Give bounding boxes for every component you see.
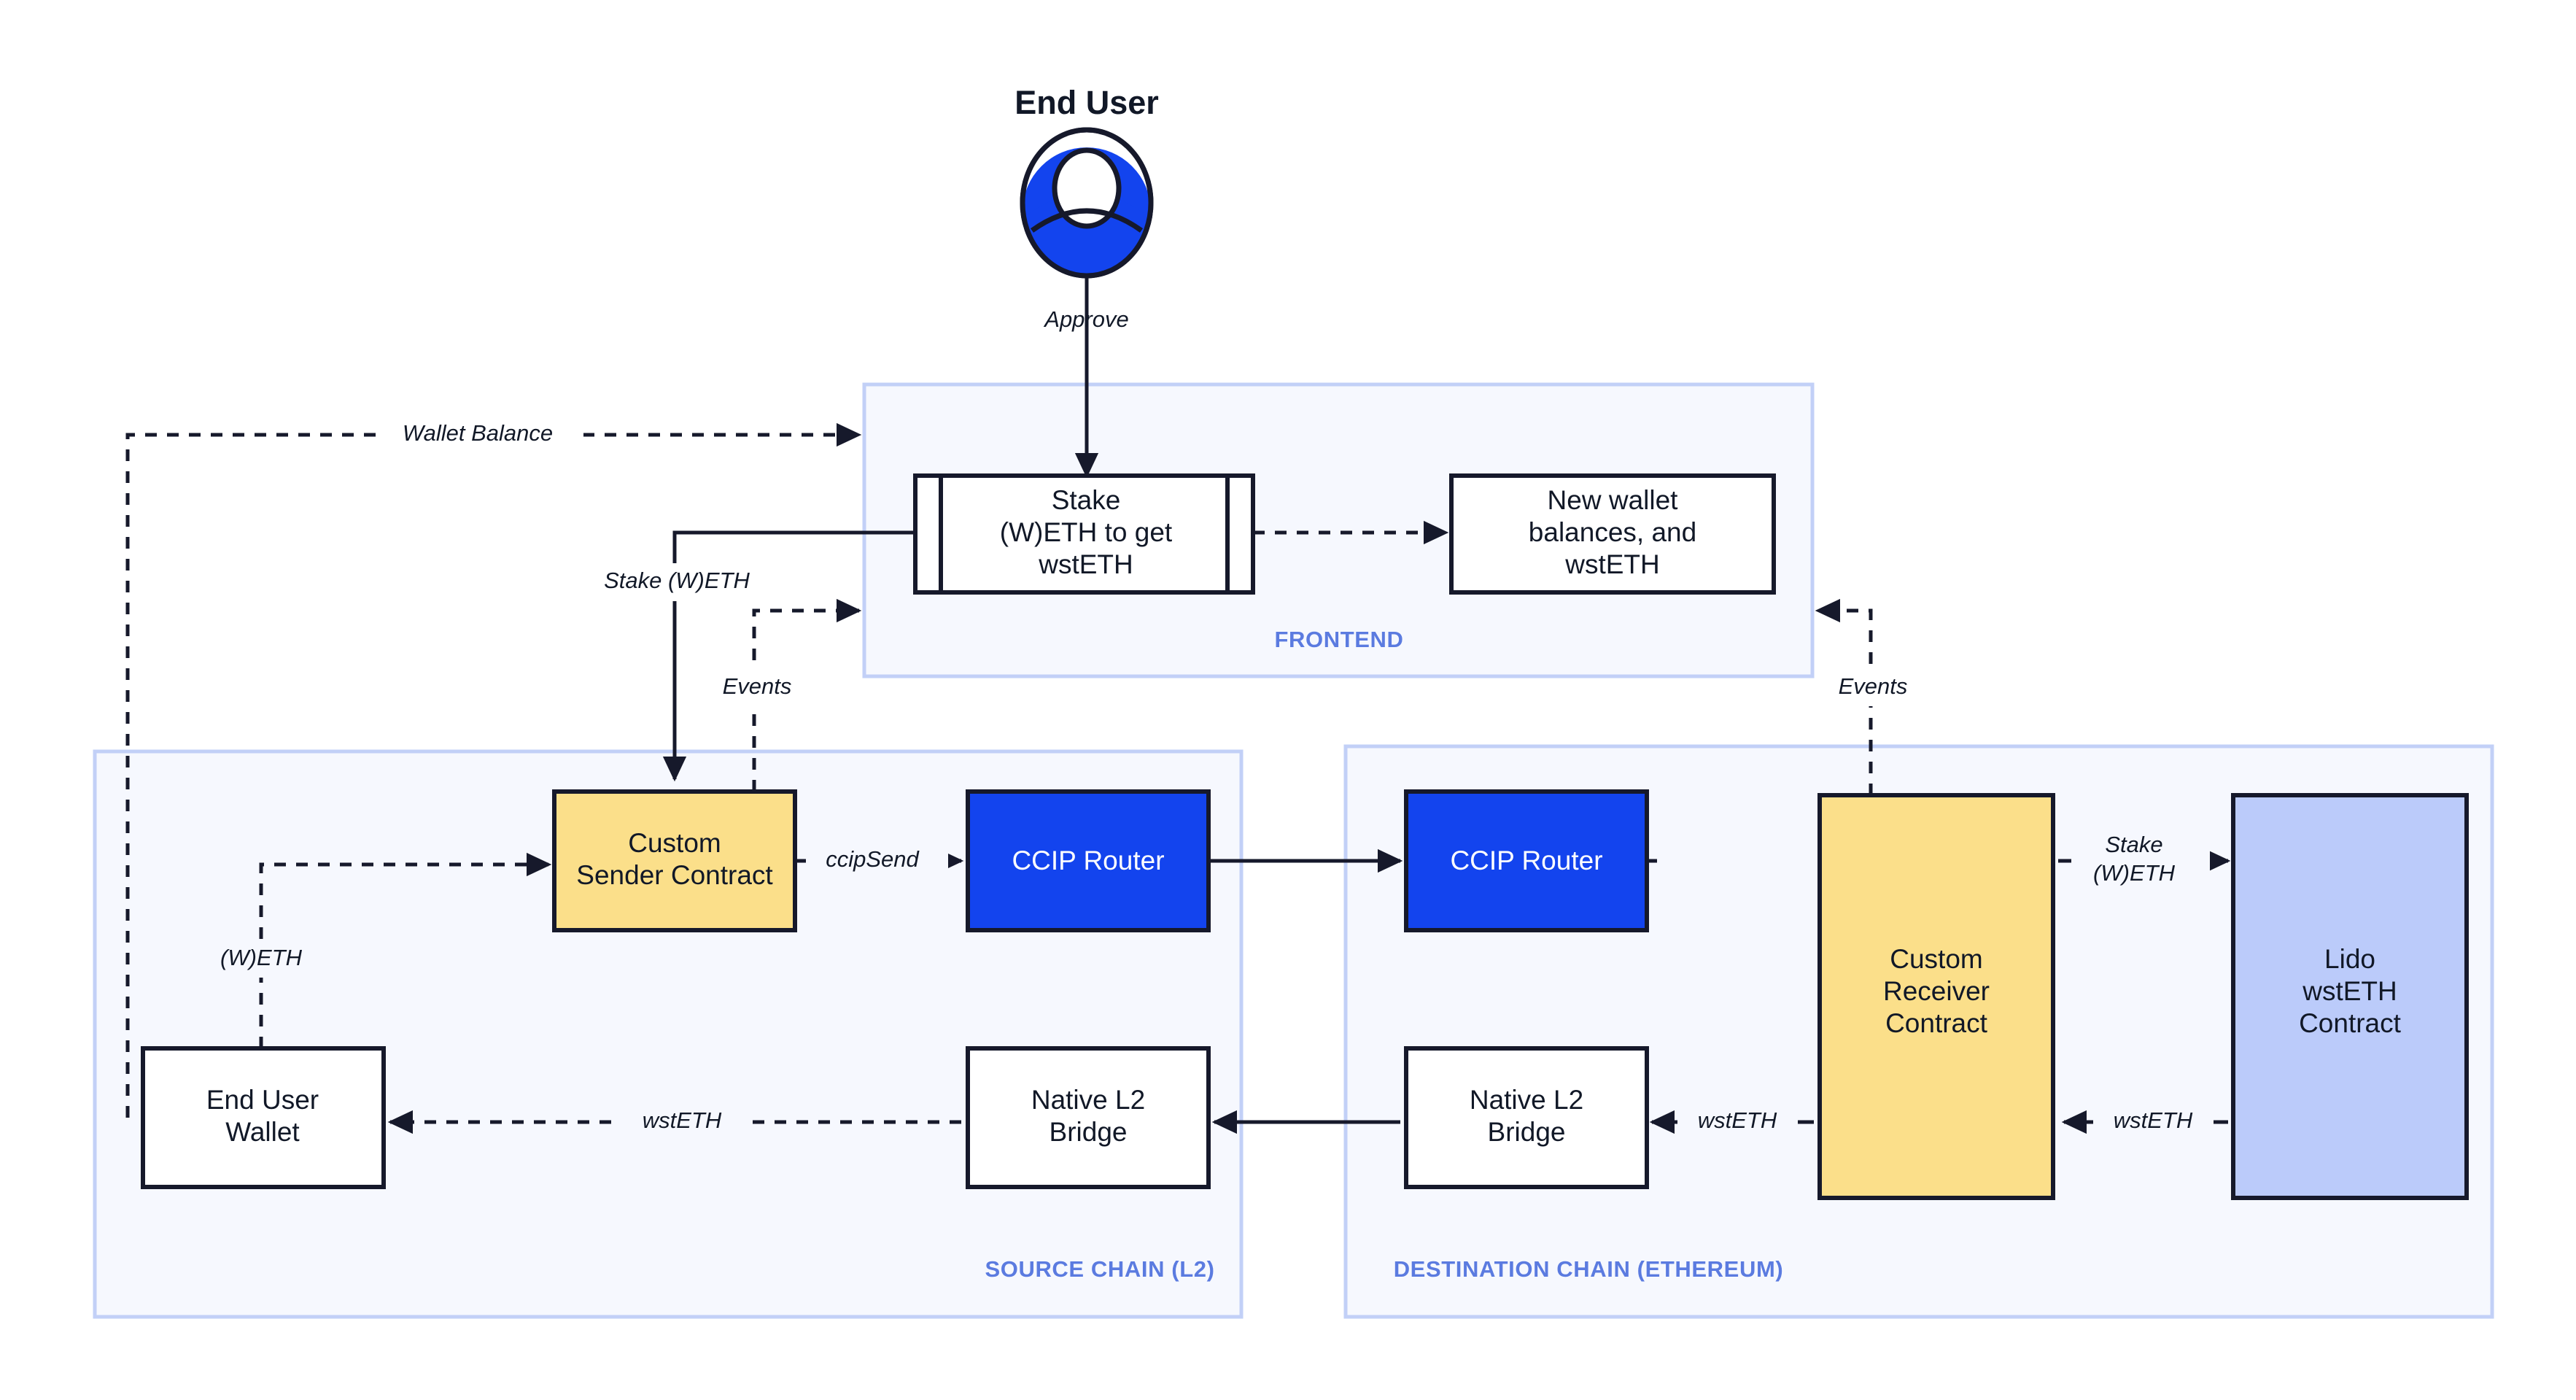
edge-approve: Approve xyxy=(1043,276,1129,479)
zone-source-chain-label: SOURCE CHAIN (L2) xyxy=(985,1256,1214,1282)
edge-wsteth-receiver-bridge: wstETH xyxy=(1649,1104,1814,1140)
edge-wallet-balance-line xyxy=(125,422,862,1118)
node-native-l2-bridge-source-box[interactable] xyxy=(966,1046,1211,1189)
edge-stake-weth-line xyxy=(662,530,915,782)
edge-wsteth-lido-receiver-label: wstETH xyxy=(2114,1107,2193,1133)
node-custom-receiver-contract[interactable]: Custom Receiver Contract xyxy=(1817,793,2055,1200)
node-lido-wsteth-contract-label-line2: wstETH xyxy=(2302,976,2397,1006)
edge-wsteth-to-wallet-label: wstETH xyxy=(643,1107,722,1133)
edge-events-destination-line xyxy=(1815,598,1873,795)
edge-events-destination-label: Events xyxy=(1839,673,1908,699)
node-ccip-router-destination-label: CCIP Router xyxy=(1450,846,1602,875)
node-lido-wsteth-contract-label-line3: Contract xyxy=(2299,1008,2402,1038)
node-native-l2-bridge-destination[interactable]: Native L2 Bridge xyxy=(1404,1046,1649,1189)
edge-weth-to-sender-line xyxy=(259,852,552,1048)
node-new-balances-box[interactable] xyxy=(1449,473,1776,595)
edge-weth-to-sender: (W)ETH xyxy=(201,852,552,1048)
node-new-balances-label-line2: balances, and xyxy=(1529,517,1696,547)
edge-stake-weth-label-bg xyxy=(583,563,773,601)
node-ccip-router-destination[interactable]: CCIP Router xyxy=(1404,789,1649,932)
edge-wsteth-lido-receiver: wstETH xyxy=(2061,1104,2228,1140)
node-end-user-wallet[interactable]: End User Wallet xyxy=(141,1046,386,1189)
node-stake-form-label-line3: wstETH xyxy=(1038,549,1133,579)
node-new-balances-label-line1: New wallet xyxy=(1548,485,1679,515)
edge-wsteth-to-wallet: wstETH xyxy=(387,1104,961,1140)
edge-events-destination-label-bg xyxy=(1816,670,1933,706)
node-end-user-wallet-label-line1: End User xyxy=(206,1085,319,1115)
edge-events-source: Events xyxy=(700,598,862,792)
edge-wallet-balance-label-bg xyxy=(379,416,583,454)
node-custom-receiver-contract-label-line3: Contract xyxy=(1885,1008,1988,1038)
node-ccip-router-source-label: CCIP Router xyxy=(1012,846,1164,875)
node-lido-wsteth-contract-label-line1: Lido xyxy=(2324,944,2375,974)
node-native-l2-bridge-source-label-line1: Native L2 xyxy=(1031,1085,1145,1115)
edge-events-source-label: Events xyxy=(723,673,792,699)
actor-end-user-label: End User xyxy=(1015,84,1159,121)
node-custom-sender-contract[interactable]: Custom Sender Contract xyxy=(552,789,797,932)
edge-wsteth-receiver-bridge-label-bg xyxy=(1677,1104,1798,1140)
edge-stake-weth: Stake (W)ETH xyxy=(583,530,915,782)
node-end-user-wallet-label-line2: Wallet xyxy=(225,1117,300,1147)
node-ccip-router-destination-box[interactable] xyxy=(1404,789,1649,932)
edge-events-source-label-bg xyxy=(700,670,813,706)
node-native-l2-bridge-source-label-line2: Bridge xyxy=(1050,1117,1128,1147)
edge-ccip-send-label: ccipSend xyxy=(826,846,920,872)
node-lido-wsteth-contract[interactable]: Lido wstETH Contract xyxy=(2231,793,2469,1200)
node-custom-receiver-contract-box[interactable] xyxy=(1817,793,2055,1200)
edge-weth-to-sender-label: (W)ETH xyxy=(220,945,303,970)
actor-end-user: End User xyxy=(1015,84,1159,279)
node-stake-form[interactable]: Stake (W)ETH to get wstETH xyxy=(913,473,1255,595)
node-custom-sender-contract-box[interactable] xyxy=(552,789,797,932)
node-ccip-router-source[interactable]: CCIP Router xyxy=(966,789,1211,932)
node-native-l2-bridge-destination-label-line1: Native L2 xyxy=(1470,1085,1583,1115)
node-custom-sender-contract-label-line2: Sender Contract xyxy=(576,860,773,890)
node-end-user-wallet-box[interactable] xyxy=(141,1046,386,1189)
node-lido-wsteth-contract-box[interactable] xyxy=(2231,793,2469,1200)
edge-ccip-receive-label-bg xyxy=(1657,843,1821,879)
node-native-l2-bridge-destination-label-line2: Bridge xyxy=(1488,1117,1566,1147)
edge-approve-label: Approve xyxy=(1043,306,1128,332)
zone-frontend-label: FRONTEND xyxy=(1274,627,1403,652)
edge-events-destination: Events xyxy=(1815,598,1933,795)
edge-ccip-send: ccipSend xyxy=(795,843,964,879)
node-stake-form-label-line1: Stake xyxy=(1052,485,1121,515)
edge-wsteth-to-wallet-label-bg xyxy=(620,1104,748,1140)
node-new-balances-label-line3: wstETH xyxy=(1564,549,1660,579)
edge-wsteth-lido-receiver-label-bg xyxy=(2093,1104,2214,1140)
edge-stake-weth-lido: Stake (W)ETH xyxy=(2058,824,2231,897)
node-stake-form-label-line2: (W)ETH to get xyxy=(1000,517,1173,547)
edge-stake-weth-lido-label-bg xyxy=(2071,824,2210,897)
edge-stake-weth-lido-label-line2: (W)ETH xyxy=(2093,860,2176,886)
node-ccip-router-source-box[interactable] xyxy=(966,789,1211,932)
zone-destination-chain-label: DESTINATION CHAIN (ETHEREUM) xyxy=(1394,1256,1784,1282)
node-native-l2-bridge-source[interactable]: Native L2 Bridge xyxy=(966,1046,1211,1189)
node-native-l2-bridge-destination-box[interactable] xyxy=(1404,1046,1649,1189)
node-custom-receiver-contract-label-line1: Custom xyxy=(1890,944,1982,974)
edge-weth-label-bg xyxy=(201,941,328,978)
edge-wallet-balance-label: Wallet Balance xyxy=(403,420,553,446)
node-custom-sender-contract-label-line1: Custom xyxy=(628,828,721,858)
edge-ccip-receive xyxy=(1647,843,1821,879)
edge-events-source-line xyxy=(752,598,862,792)
edge-stake-weth-label: Stake (W)ETH xyxy=(604,568,750,593)
node-new-balances[interactable]: New wallet balances, and wstETH xyxy=(1449,473,1776,595)
edge-wallet-balance: Wallet Balance xyxy=(125,416,862,1118)
node-custom-receiver-contract-label-line2: Receiver xyxy=(1883,976,1990,1006)
user-avatar-icon xyxy=(1020,127,1154,279)
edge-stake-weth-lido-label-line1: Stake xyxy=(2105,832,2162,857)
edge-ccip-send-label-bg xyxy=(806,843,948,879)
edge-wsteth-receiver-bridge-label: wstETH xyxy=(1698,1107,1777,1133)
node-stake-form-box[interactable] xyxy=(913,473,1255,595)
